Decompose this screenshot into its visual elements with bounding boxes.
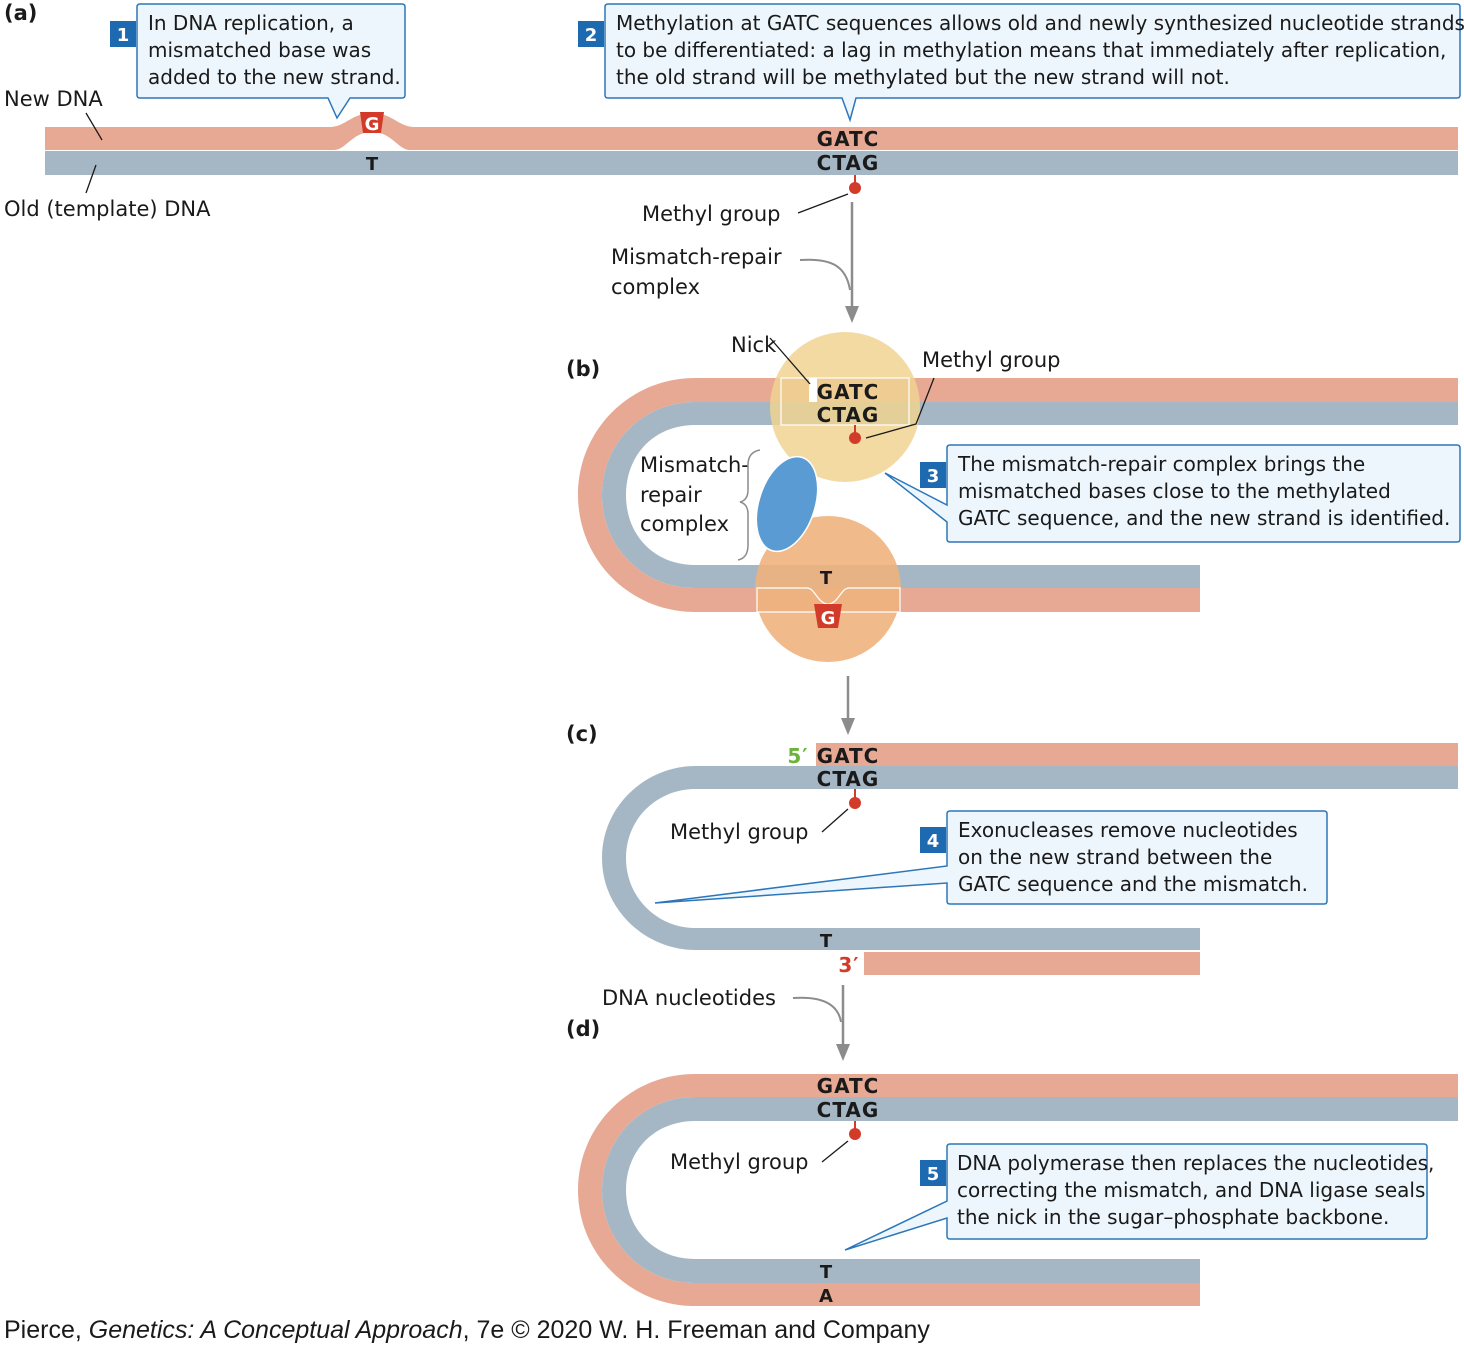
- new-dna-label: New DNA: [4, 87, 103, 111]
- old-dna-label: Old (template) DNA: [4, 197, 211, 221]
- mismatched-base-b: [814, 604, 842, 628]
- callout-2-line-3: the old strand will be methylated but th…: [616, 65, 1230, 89]
- methyl-group-label-b: Methyl group: [922, 348, 1061, 372]
- ctag-b: CTAG: [817, 403, 880, 427]
- ctag-d: CTAG: [817, 1098, 880, 1122]
- callout-3-line-3: GATC sequence, and the new strand is ide…: [958, 506, 1450, 530]
- mismatched-base-a: [360, 112, 384, 133]
- step-2-badge: [578, 21, 604, 47]
- callout-1-line-3: added to the new strand.: [148, 65, 401, 89]
- callout-1-line-2: mismatched base was: [148, 38, 371, 62]
- mmr-brace: [737, 449, 761, 561]
- callout-2: [604, 3, 1461, 123]
- callout-3: [884, 444, 1461, 543]
- gatc-b: GATC: [817, 380, 880, 404]
- step-5-badge: [920, 1160, 946, 1186]
- methyl-group-marker-b: [849, 432, 861, 444]
- callout-5-line-2: correcting the mismatch, and DNA ligase …: [957, 1178, 1425, 1202]
- nick-label: Nick: [731, 333, 777, 357]
- dna-nucleotides-label: DNA nucleotides: [602, 986, 776, 1010]
- arrow-a-to-b: [845, 306, 859, 323]
- gatc-c: GATC: [817, 744, 880, 768]
- methyl-group-marker-d: [849, 1128, 861, 1140]
- credit-title: Genetics: A Conceptual Approach: [88, 1316, 463, 1344]
- callout-4-line-1: Exonucleases remove nucleotides: [958, 818, 1298, 842]
- new-strand-top-c: [816, 743, 1458, 766]
- mmr-complex-label-line-1: Mismatch-repair: [611, 245, 782, 269]
- callout-5-line-1: DNA polymerase then replaces the nucleot…: [957, 1151, 1434, 1175]
- arrow-c-to-d: [836, 1044, 850, 1061]
- methyl-group-label-a: Methyl group: [642, 202, 781, 226]
- template-t-b: T: [820, 568, 833, 589]
- five-prime-label: 5′: [787, 744, 808, 768]
- panel-label-c: (c): [566, 722, 598, 746]
- mmr-split-label-line-1: Mismatch-: [640, 453, 749, 477]
- new-strand-a: [45, 113, 1458, 150]
- step-5-number: 5: [927, 1164, 940, 1185]
- old-strand-a: [45, 151, 1458, 175]
- callout-4-line-3: GATC sequence and the mismatch.: [958, 872, 1308, 896]
- mmr-split-label-line-2: repair: [640, 483, 702, 507]
- mismatch-g-b: G: [821, 608, 836, 629]
- credit-author: Pierce,: [4, 1316, 89, 1344]
- credit-rest: , 7e © 2020 W. H. Freeman and Company: [462, 1316, 930, 1344]
- step-3-number: 3: [927, 466, 940, 487]
- callout-3-line-2: mismatched bases close to the methylated: [958, 479, 1391, 503]
- new-strand-loop-d: [578, 1074, 1458, 1306]
- ctag-c: CTAG: [817, 767, 880, 791]
- panel-label-a: (a): [4, 1, 37, 25]
- template-t-a: T: [366, 154, 379, 175]
- complex-middle: [755, 455, 819, 553]
- complex-top: [770, 332, 920, 482]
- corrected-a-d: A: [819, 1286, 833, 1307]
- step-4-badge: [920, 827, 946, 853]
- methyl-group-label-c: Methyl group: [670, 820, 809, 844]
- new-strand-loop-b: [578, 378, 1458, 612]
- step-2-number: 2: [585, 25, 598, 46]
- mmr-complex-label-line-2: complex: [611, 275, 700, 299]
- step-4-number: 4: [927, 831, 940, 852]
- step-1-number: 1: [117, 25, 130, 46]
- panel-label-d: (d): [566, 1017, 600, 1041]
- arrow-b-to-c: [841, 718, 855, 735]
- callout-5: [844, 1143, 1428, 1251]
- gatc-a: GATC: [817, 127, 880, 151]
- step-1-badge: [110, 21, 136, 47]
- callout-4: [654, 810, 1328, 905]
- callout-4-line-2: on the new strand between the: [958, 845, 1272, 869]
- methyl-group-marker-a: [849, 182, 861, 194]
- methyl-group-label-d: Methyl group: [670, 1150, 809, 1174]
- old-strand-loop-c: [602, 766, 1458, 950]
- callout-2-line-2: to be differentiated: a lag in methylati…: [616, 38, 1446, 62]
- methyl-group-marker-c: [849, 797, 861, 809]
- old-strand-loop-b: [602, 402, 1458, 588]
- mmr-split-label-line-3: complex: [640, 512, 729, 536]
- ctag-a: CTAG: [817, 151, 880, 175]
- panel-label-b: (b): [566, 357, 600, 381]
- mismatch-g-a: G: [365, 114, 380, 135]
- step-3-badge: [920, 462, 946, 488]
- nick-gap: [809, 378, 817, 402]
- gatc-d: GATC: [817, 1074, 880, 1098]
- callout-5-line-3: the nick in the sugar–phosphate backbone…: [957, 1205, 1389, 1229]
- callout-1: [136, 3, 406, 120]
- complex-bottom: [755, 516, 901, 662]
- old-strand-loop-d: [602, 1097, 1458, 1283]
- figure-credit: Pierce, Genetics: A Conceptual Approach,…: [4, 1316, 930, 1345]
- template-t-c: T: [820, 931, 833, 952]
- callout-1-line-1: In DNA replication, a: [148, 11, 354, 35]
- three-prime-label: 3′: [838, 953, 859, 977]
- callout-2-line-1: Methylation at GATC sequences allows old…: [616, 11, 1464, 35]
- callout-3-line-1: The mismatch-repair complex brings the: [957, 452, 1365, 476]
- new-strand-bottom-c: [864, 952, 1200, 975]
- template-t-d: T: [820, 1262, 833, 1283]
